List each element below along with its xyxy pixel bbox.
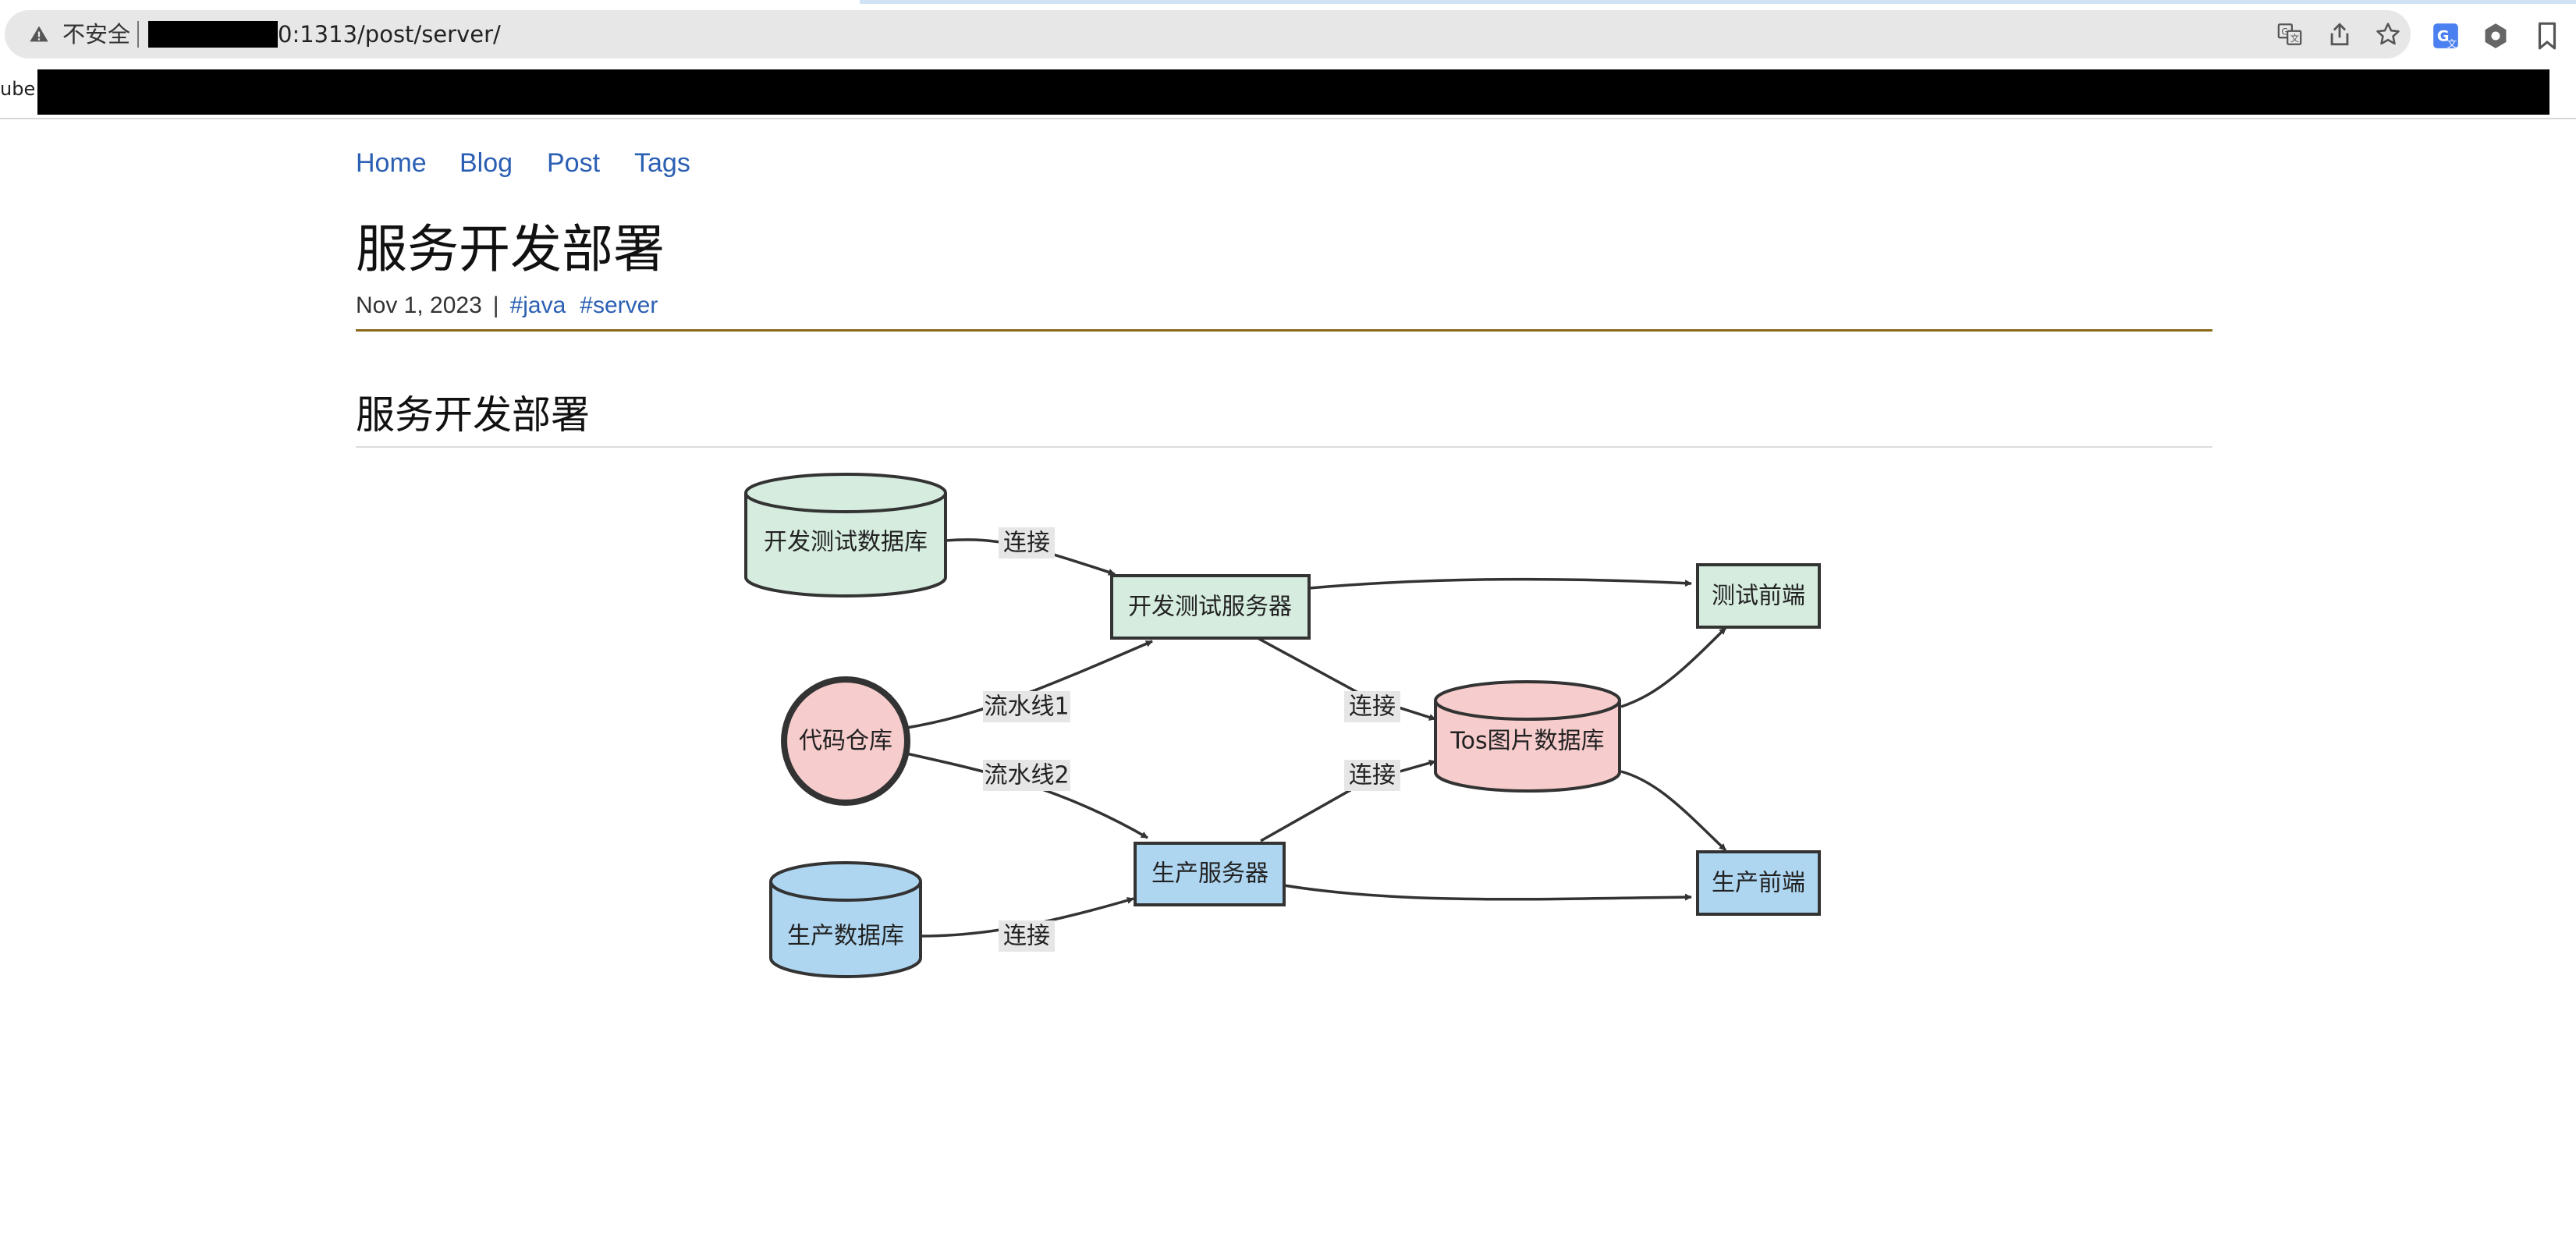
node-label: 开发测试服务器 xyxy=(1128,594,1292,621)
node-label: 代码仓库 xyxy=(799,728,892,755)
svg-text:文: 文 xyxy=(2447,37,2457,49)
node-dev-test-db: 开发测试数据库 xyxy=(744,473,947,598)
node-code-repo: 代码仓库 xyxy=(781,676,910,806)
node-label: 开发测试数据库 xyxy=(764,529,928,556)
browser-toolbar: 不安全 0:1313/post/server/ G 文 G 文 xyxy=(0,4,2576,66)
edge-tos-prodfe xyxy=(1620,770,1727,852)
redacted-bookmarks xyxy=(37,69,2549,115)
nav-post-link[interactable]: Post xyxy=(547,148,601,178)
node-prod-db: 生产数据库 xyxy=(769,861,922,978)
browser-top-accent xyxy=(0,0,2576,4)
node-label: 测试前端 xyxy=(1712,583,1805,610)
node-prod-server: 生产服务器 xyxy=(1134,842,1286,906)
title-divider xyxy=(356,329,2212,332)
post-meta: Nov 1, 2023 | #java #server xyxy=(356,290,672,321)
node-prod-frontend: 生产前端 xyxy=(1696,850,1821,916)
loading-bar xyxy=(860,0,2576,4)
translate-icon[interactable]: G 文 xyxy=(2276,21,2303,48)
edge-label-devserver-tos: 连接 xyxy=(1349,693,1396,721)
node-label: 生产前端 xyxy=(1712,870,1805,897)
edge-tos-testfe xyxy=(1620,626,1727,708)
post-title: 服务开发部署 xyxy=(356,219,665,279)
warning-icon[interactable] xyxy=(28,23,50,45)
edge-label-pipeline1: 流水线1 xyxy=(984,693,1069,721)
edge-label-bg xyxy=(999,920,1055,952)
nav-home-link[interactable]: Home xyxy=(356,148,427,178)
meta-separator: | xyxy=(492,293,499,318)
redacted-host xyxy=(148,21,278,48)
edge-label-bg xyxy=(1344,691,1400,722)
edge-label-proddb-prodserver: 连接 xyxy=(1003,923,1050,950)
section-heading: 服务开发部署 xyxy=(356,392,590,438)
node-test-frontend: 测试前端 xyxy=(1696,563,1821,629)
reading-list-icon[interactable] xyxy=(2532,21,2562,51)
edge-label-prodserver-tos: 连接 xyxy=(1349,762,1396,789)
node-label: 生产数据库 xyxy=(787,923,904,950)
tag-server-link[interactable]: #server xyxy=(580,293,658,318)
share-icon[interactable] xyxy=(2326,21,2353,48)
security-status-text[interactable]: 不安全 xyxy=(62,21,131,48)
node-label: Tos图片数据库 xyxy=(1449,728,1604,755)
post-date: Nov 1, 2023 xyxy=(356,293,482,318)
svg-text:G: G xyxy=(2281,27,2288,37)
address-separator xyxy=(137,21,139,48)
edge-label-pipeline2: 流水线2 xyxy=(984,762,1069,789)
node-label: 生产服务器 xyxy=(1151,860,1268,888)
bookmark-star-icon[interactable] xyxy=(2375,21,2401,48)
extension-icon[interactable] xyxy=(2481,21,2510,51)
section-divider xyxy=(356,446,2212,448)
tag-java-link[interactable]: #java xyxy=(509,293,566,318)
bookmark-item[interactable]: ube xyxy=(0,78,36,100)
edge-label-bg xyxy=(1344,760,1400,791)
nav-blog-link[interactable]: Blog xyxy=(459,148,513,178)
edge-devserver-testfe xyxy=(1308,577,1692,590)
address-bar[interactable]: 不安全 0:1313/post/server/ G 文 xyxy=(5,10,2411,59)
deployment-flow-diagram: 连接 流水线1 流水线2 连接 连接 连接 开发测试数据库 开发测试服务器 测试… xyxy=(744,473,1821,978)
svg-text:G: G xyxy=(2437,27,2450,44)
url-text[interactable]: 0:1313/post/server/ xyxy=(278,21,501,48)
edge-label-bg xyxy=(999,527,1055,559)
google-translate-extension-icon[interactable]: G 文 xyxy=(2431,21,2461,51)
bookmarks-bar: ube xyxy=(0,66,2576,119)
node-dev-test-server: 开发测试服务器 xyxy=(1110,574,1311,640)
edge-prodserver-prodfe xyxy=(1283,884,1692,901)
edge-label-bg xyxy=(983,691,1070,722)
edge-label-devdb-devserver: 连接 xyxy=(1003,530,1050,557)
node-tos-image-db: Tos图片数据库 xyxy=(1434,680,1621,793)
nav-tags-link[interactable]: Tags xyxy=(634,148,690,178)
svg-text:文: 文 xyxy=(2290,33,2299,44)
edge-label-bg xyxy=(983,760,1070,791)
